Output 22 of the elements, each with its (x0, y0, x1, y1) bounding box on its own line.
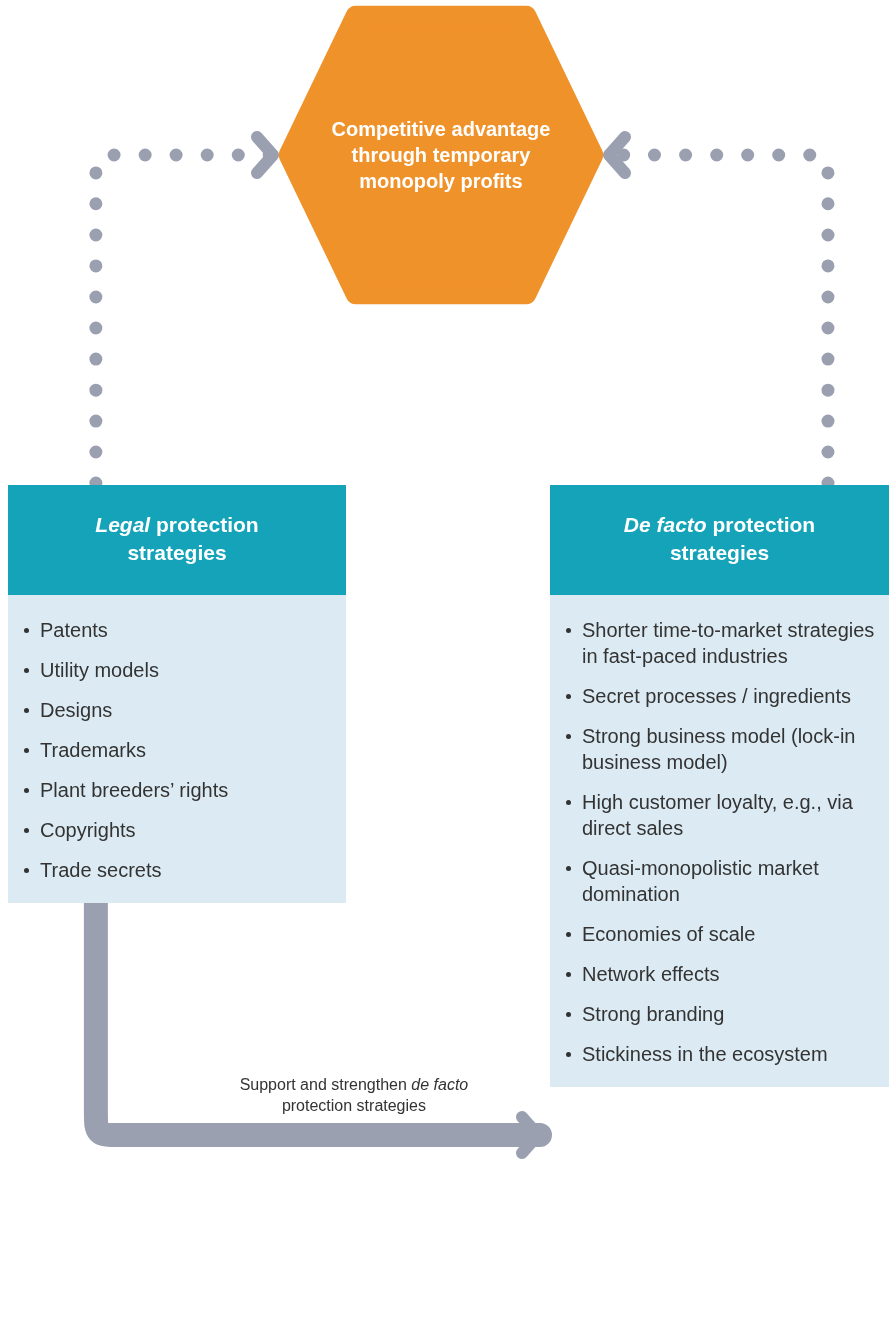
panel-heading: Legal protection strategies (8, 485, 346, 595)
hexagon-label: Competitive advantage through temporary monopoly profits (330, 117, 552, 194)
list-item: Strong business model (lock-in business model) (564, 723, 875, 775)
list-item: High customer loyalty, e.g., via direct sales (564, 789, 875, 841)
list-item: Plant breeders’ rights (22, 777, 332, 803)
list-item: Network effects (564, 961, 875, 987)
list-item: Secret processes / ingredients (564, 683, 875, 709)
list-item: Strong branding (564, 1001, 875, 1027)
list-item: Shorter time-to-market strategies in fast-paced industries (564, 617, 875, 669)
list-item: Trademarks (22, 737, 332, 763)
list-item: Quasi-monopolistic market domination (564, 855, 875, 907)
list-item: Trade secrets (22, 857, 332, 883)
list-item: Stickiness in the ecosystem (564, 1041, 875, 1067)
list-item: Economies of scale (564, 921, 875, 947)
list-item: Copyrights (22, 817, 332, 843)
list-item: Designs (22, 697, 332, 723)
list-item: Utility models (22, 657, 332, 683)
strategy-panel (550, 485, 889, 1087)
strategy-panel (8, 485, 346, 903)
panel-heading: De facto protection strategies (550, 485, 889, 595)
list-item: Patents (22, 617, 332, 643)
hexagon-node (278, 5, 604, 305)
